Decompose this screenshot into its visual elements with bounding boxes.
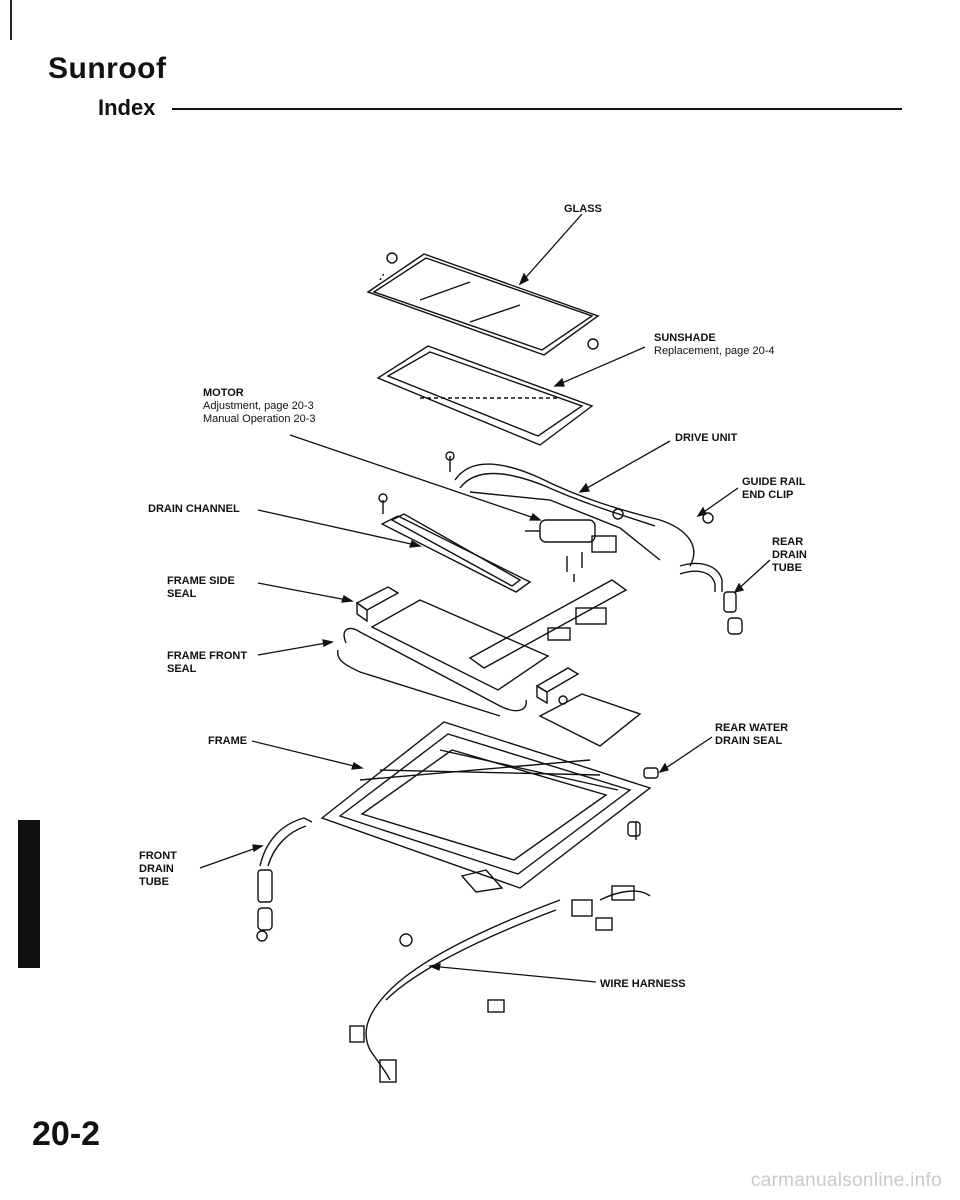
label-sunshade: SUNSHADE bbox=[654, 332, 716, 344]
label-glass: GLASS bbox=[564, 203, 602, 215]
label-drain-channel: DRAIN CHANNEL bbox=[148, 503, 240, 515]
fasteners bbox=[378, 252, 714, 840]
wire-harness-part bbox=[349, 885, 651, 1083]
label-frame-side-2: SEAL bbox=[167, 588, 197, 600]
frame-part bbox=[320, 721, 652, 893]
leader-drain-channel bbox=[257, 509, 421, 547]
leader-wire-harness bbox=[429, 965, 597, 983]
label-frame: FRAME bbox=[208, 735, 248, 747]
leader-drive-unit-arrow bbox=[578, 482, 590, 493]
label-drive-unit: DRIVE UNIT bbox=[675, 432, 738, 444]
leader-motor-arrow bbox=[528, 512, 542, 521]
section-tab-marker bbox=[18, 820, 40, 968]
label-frame-side-1: FRAME SIDE bbox=[167, 575, 235, 587]
leader-glass-arrow bbox=[518, 272, 529, 286]
page-number: 20-2 bbox=[32, 1115, 101, 1153]
label-front-drain-2: DRAIN bbox=[139, 863, 174, 875]
leader-frame-front-arrow bbox=[322, 639, 334, 647]
glass-part bbox=[366, 253, 600, 356]
drain-channel-part bbox=[380, 513, 532, 593]
label-wire-harness: WIRE HARNESS bbox=[600, 978, 686, 990]
rear-drain-tube-part bbox=[679, 562, 743, 635]
front-drain-tube-part bbox=[256, 817, 313, 942]
label-front-drain-3: TUBE bbox=[139, 876, 169, 888]
frame-front-seal-part bbox=[337, 599, 550, 717]
leader-frame bbox=[251, 740, 363, 769]
motor-part bbox=[525, 519, 617, 553]
leader-drain-channel-arrow bbox=[409, 540, 422, 548]
label-frame-front-2: SEAL bbox=[167, 663, 197, 675]
leader-front-drain bbox=[199, 845, 263, 869]
section-subtitle: Index bbox=[98, 95, 156, 120]
label-rear-drain-3: TUBE bbox=[772, 562, 802, 574]
guide-rail-part bbox=[468, 579, 642, 747]
leader-rear-water-arrow bbox=[658, 762, 669, 774]
leader-wire-harness-arrow bbox=[427, 963, 441, 971]
label-motor: MOTOR bbox=[203, 387, 244, 399]
label-motor-ref1: Adjustment, page 20-3 bbox=[203, 400, 314, 412]
label-motor-ref2: Manual Operation 20-3 bbox=[203, 413, 316, 425]
label-rear-water-1: REAR WATER bbox=[715, 722, 789, 734]
leader-rear-drain-arrow bbox=[733, 582, 745, 593]
frame-side-seal-part bbox=[355, 586, 580, 705]
leader-frame-arrow bbox=[351, 762, 364, 770]
title-rule bbox=[172, 108, 902, 110]
label-guide-rail-1: GUIDE RAIL bbox=[742, 476, 806, 488]
page-title: Sunroof bbox=[48, 52, 167, 85]
leader-sunshade bbox=[554, 346, 646, 387]
leader-drive-unit bbox=[579, 440, 671, 493]
leader-frame-side bbox=[257, 582, 353, 602]
label-rear-drain-2: DRAIN bbox=[772, 549, 807, 561]
leader-motor bbox=[289, 434, 541, 521]
leader-guide-rail-arrow bbox=[696, 506, 707, 518]
leader-glass bbox=[519, 213, 583, 285]
sunshade-part bbox=[376, 345, 594, 446]
page-edge-line bbox=[10, 0, 12, 40]
leader-rear-water bbox=[659, 736, 713, 773]
label-rear-water-2: DRAIN SEAL bbox=[715, 735, 783, 747]
label-front-drain-1: FRONT bbox=[139, 850, 177, 862]
leader-sunshade-arrow bbox=[553, 377, 565, 387]
drive-cable-part bbox=[454, 463, 695, 567]
label-frame-front-1: FRAME FRONT bbox=[167, 650, 248, 662]
watermark: carmanualsonline.info bbox=[750, 1170, 942, 1191]
rear-water-drain-seal-part bbox=[627, 767, 659, 837]
leader-frame-side-arrow bbox=[341, 595, 354, 603]
label-guide-rail-2: END CLIP bbox=[742, 489, 794, 501]
leader-front-drain-arrow bbox=[252, 844, 264, 853]
label-rear-drain-1: REAR bbox=[772, 536, 804, 548]
label-sunshade-ref: Replacement, page 20-4 bbox=[654, 345, 775, 357]
leader-frame-front bbox=[257, 641, 333, 656]
